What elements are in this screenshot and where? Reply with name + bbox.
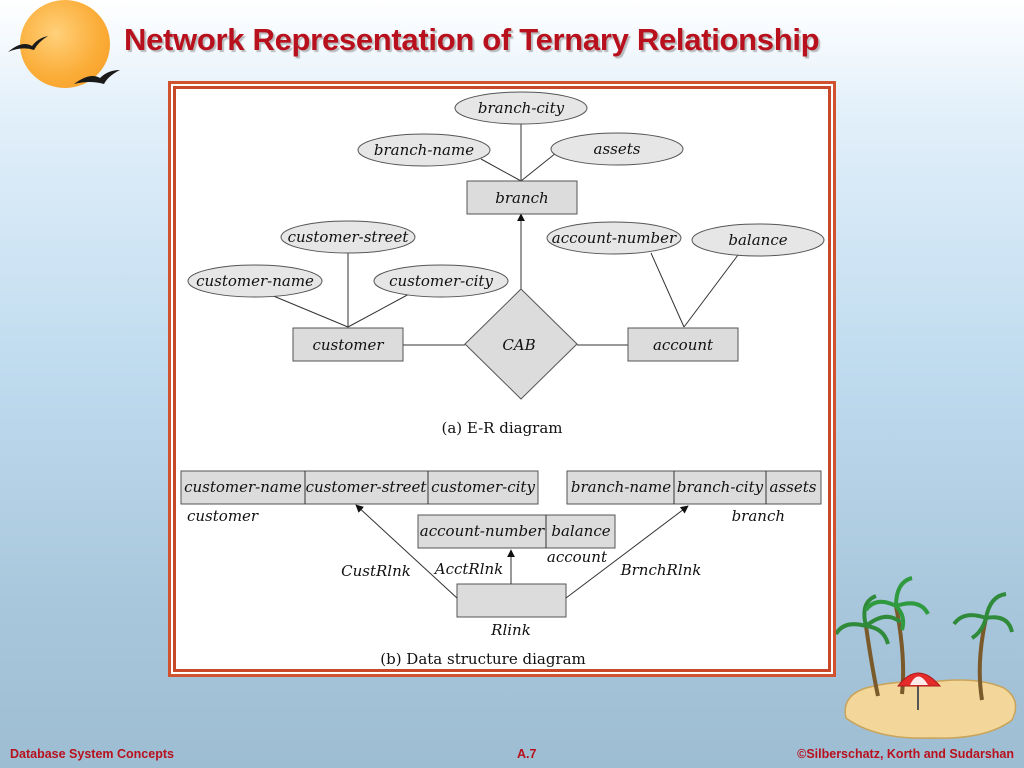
field-customer-street: customer-street <box>306 478 428 496</box>
svg-text:customer-street: customer-street <box>288 228 410 246</box>
footer-slide-number: A.7 <box>517 747 537 761</box>
attribute-account-number: account-number <box>546 221 682 255</box>
record-rlink <box>456 583 567 618</box>
svg-text:branch-city: branch-city <box>478 99 565 117</box>
field-assets: assets <box>770 478 817 496</box>
svg-text:branch-name: branch-name <box>374 141 474 159</box>
slide-title: Network Representation of Ternary Relati… <box>124 22 820 57</box>
er-and-data-structure-diagram: branch-city branch-name assets customer-… <box>180 91 825 668</box>
attribute-assets: assets <box>550 132 684 166</box>
svg-text:account-number: account-number <box>552 229 677 247</box>
er-caption: (a) E-R diagram <box>441 419 562 437</box>
footer-copyright: ©Silberschatz, Korth and Sudarshan <box>797 747 1014 761</box>
attribute-balance: balance <box>691 223 825 257</box>
link-label-brnchrlnk: BrnchRlnk <box>620 561 702 579</box>
attribute-branch-city: branch-city <box>454 91 588 125</box>
attribute-customer-city: customer-city <box>373 264 509 298</box>
ds-caption: (b) Data structure diagram <box>380 650 586 668</box>
record-branch: branch-name branch-city assets <box>566 470 822 505</box>
svg-text:branch: branch <box>495 189 548 207</box>
svg-text:assets: assets <box>594 140 641 158</box>
field-customer-city: customer-city <box>431 478 535 496</box>
relationship-cab: CAB <box>464 288 578 400</box>
field-branch-city: branch-city <box>677 478 764 496</box>
svg-text:account: account <box>653 336 714 354</box>
record-account-label: account <box>547 548 608 566</box>
record-account: account-number balance <box>417 514 616 549</box>
svg-text:balance: balance <box>728 231 787 249</box>
svg-text:CAB: CAB <box>502 336 535 354</box>
er-connectors <box>270 124 739 346</box>
diagram-frame: branch-city branch-name assets customer-… <box>168 81 836 677</box>
footer-course-title: Database System Concepts <box>10 747 174 761</box>
record-branch-label: branch <box>732 507 785 525</box>
field-customer-name: customer-name <box>184 478 302 496</box>
record-customer: customer-name customer-street customer-c… <box>180 470 539 505</box>
field-balance: balance <box>551 522 610 540</box>
record-customer-label: customer <box>187 507 259 525</box>
link-label-custrlnk: CustRlnk <box>341 562 411 580</box>
palm-island-icon <box>836 576 1017 739</box>
link-label-acctrlnk: AcctRlnk <box>433 560 504 578</box>
field-account-number: account-number <box>420 522 545 540</box>
svg-text:customer-city: customer-city <box>389 272 493 290</box>
entity-account: account <box>627 327 739 362</box>
attribute-customer-name: customer-name <box>187 264 323 298</box>
attribute-branch-name: branch-name <box>357 133 491 167</box>
svg-text:customer: customer <box>312 336 384 354</box>
link-arrows <box>355 504 689 599</box>
bird-icon <box>8 36 120 84</box>
entity-customer: customer <box>292 327 404 362</box>
entity-branch: branch <box>466 180 578 215</box>
record-rlink-label: Rlink <box>490 621 531 639</box>
attribute-customer-street: customer-street <box>280 220 416 254</box>
svg-text:customer-name: customer-name <box>196 272 314 290</box>
field-branch-name: branch-name <box>571 478 671 496</box>
